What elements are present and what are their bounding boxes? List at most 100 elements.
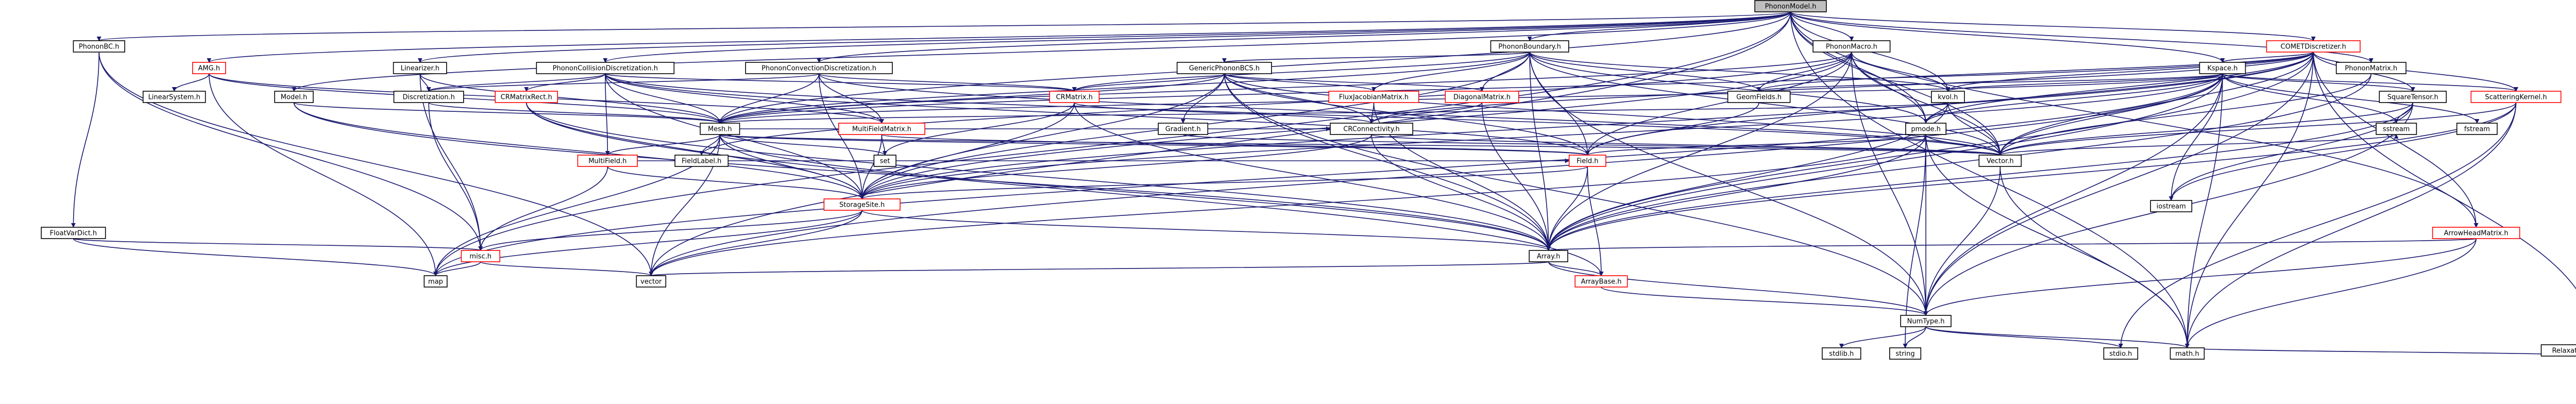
node-misc-h[interactable]: misc.h [461,250,501,262]
edge-PhononCollisionDiscretization_h-to-Vector_h [605,73,2003,156]
edge-COMETDiscretizer_h-to-NumType_h [1923,52,2314,316]
edge-CRMatrix_h-to-StorageSite_h [859,102,1075,199]
node-cometdiscretizer-h[interactable]: COMETDiscretizer.h [2266,40,2361,53]
node-crconnectivity-h[interactable]: CRConnectivity.h [1330,123,1413,135]
node-phononmatrix-h[interactable]: PhononMatrix.h [2335,62,2406,74]
node-sstream[interactable]: sstream [2376,123,2417,135]
node-mesh-h[interactable]: Mesh.h [700,123,740,135]
node-label: fstream [2464,126,2490,133]
node-box [873,155,896,167]
node-linearsystem-h[interactable]: LinearSystem.h [142,91,206,103]
edge-PhononBoundary_h-to-GenericPhononBCS_h [1222,52,1530,63]
node-vector-h[interactable]: Vector.h [1978,155,2022,167]
edge-Mesh_h-to-set [719,134,888,156]
node-label: FluxJacobianMatrix.h [1339,94,1409,102]
edge-PhononMacro_h-to-FieldLabel_h [699,52,1852,156]
node-fluxjacobianmatrix-h[interactable]: FluxJacobianMatrix.h [1328,91,1419,103]
node-phononmodel-h[interactable]: PhononModel.h [1754,0,1827,12]
edge-PhononModel_h-to-PhononConvectionDiscretization_h [817,11,1791,63]
node-model-h[interactable]: Model.h [274,91,314,103]
node-pmode-h[interactable]: pmode.h [1905,123,1946,135]
node-linearizer-h[interactable]: Linearizer.h [393,62,447,74]
node-box [142,91,206,103]
node-phononbc-h[interactable]: PhononBC.h [73,40,125,53]
node-crmatrixrect-h[interactable]: CRMatrixRect.h [495,91,558,103]
node-box [2540,344,2576,357]
node-kspace-h[interactable]: Kspace.h [2199,62,2246,74]
node-scatteringkernel-h[interactable]: ScatteringKernel.h [2470,91,2562,103]
edge-SquareTensor_h-to-iostream [2168,102,2414,201]
node-iostream[interactable]: iostream [2150,200,2193,212]
node-box [41,227,106,239]
edge-PhononMacro_h-to-Field_h [1585,52,1852,156]
node-multifieldmatrix-h[interactable]: MultiFieldMatrix.h [838,123,925,135]
node-squaretensor-h[interactable]: SquareTensor.h [2379,91,2447,103]
node-diagonalmatrix-h[interactable]: DiagonalMatrix.h [1445,91,1519,103]
node-numtype-h[interactable]: NumType.h [1900,315,1952,327]
edge-Vector_h-to-NumType_h [1923,166,2001,316]
edge-Mesh_h-to-StorageSite_h [719,134,865,199]
node-gradient-h[interactable]: Gradient.h [1158,123,1209,135]
node-string[interactable]: string [1889,347,1922,360]
edge-PhononBoundary_h-to-CRMatrix_h [1072,52,1530,92]
edge-pmode_h-to-string [1903,134,1926,348]
node-arraybase-h[interactable]: ArrayBase.h [1574,275,1628,288]
node-label: GeomFields.h [1736,94,1782,102]
node-label: LinearSystem.h [148,94,200,102]
edge-MultiFieldMatrix_h-to-StorageSite_h [859,134,883,199]
edge-GenericPhononBCS_h-to-FluxJacobianMatrix_h [1224,73,1376,92]
node-box [2379,91,2447,103]
node-box [2456,123,2498,135]
node-fieldlabel-h[interactable]: FieldLabel.h [674,155,729,167]
node-stdlib-h[interactable]: stdlib.h [1822,347,1861,360]
edge-pmode_h-to-Vector_h [1925,134,2003,156]
node-kvol-h[interactable]: kvol.h [1931,91,1965,103]
node-relaxationtimefunction-h[interactable]: RelaxationTimeFunction.h [2540,344,2576,357]
node-label: iostream [2157,203,2186,211]
node-vector[interactable]: vector [636,275,667,288]
node-phononconvectiondiscretization-h[interactable]: PhononConvectionDiscretization.h [745,62,893,74]
edge-PhononModel_h-to-Linearizer_h [418,11,1791,63]
node-arrowheadmatrix-h[interactable]: ArrowHeadMatrix.h [2432,227,2520,239]
edge-kvol_h-to-pmode_h [1923,102,1948,124]
node-box [1574,275,1628,288]
node-multifield-h[interactable]: MultiField.h [577,155,638,167]
node-box [1328,91,1419,103]
node-phononmacro-h[interactable]: PhononMacro.h [1812,40,1891,53]
node-storagesite-h[interactable]: StorageSite.h [823,198,901,211]
node-label: vector [640,278,662,286]
node-field-h[interactable]: Field.h [1568,155,1606,167]
node-discretization-h[interactable]: Discretization.h [393,91,464,103]
node-box [73,40,125,53]
node-box [838,123,925,135]
header-nodes: PhononModel.hPhononBC.hAMG.hLinearSystem… [41,0,2576,360]
edge-NumType_h-to-stdlib_h [1839,326,1926,348]
node-phononboundary-h[interactable]: PhononBoundary.h [1490,40,1569,53]
node-phononcollisiondiscretization-h[interactable]: PhononCollisionDiscretization.h [536,62,675,74]
node-label: COMETDiscretizer.h [2281,43,2346,51]
node-map[interactable]: map [423,275,448,288]
node-box [745,62,893,74]
node-label: FieldLabel.h [682,158,721,165]
node-array-h[interactable]: Array.h [1529,250,1568,262]
node-label: Field.h [1577,158,1598,165]
edge-Array_h-to-vector [649,261,1549,276]
node-crmatrix-h[interactable]: CRMatrix.h [1049,91,1100,103]
node-genericphononbcs-h[interactable]: GenericPhononBCS.h [1176,62,1272,74]
node-amg-h[interactable]: AMG.h [192,62,226,74]
node-math-h[interactable]: math.h [2170,347,2205,360]
node-box [2335,62,2406,74]
node-label: FloatVarDict.h [50,230,97,238]
node-label: Mesh.h [708,126,732,133]
node-fstream[interactable]: fstream [2456,123,2498,135]
node-stdio-h[interactable]: stdio.h [2103,347,2139,360]
edge-Kspace_h-to-StorageSite_h [859,73,2223,199]
edge-PhononModel_h-to-Vector_h [1790,11,2003,156]
node-box [577,155,638,167]
node-set[interactable]: set [873,155,896,167]
node-label: stdio.h [2109,350,2132,358]
node-geomfields-h[interactable]: GeomFields.h [1727,91,1791,103]
edge-AMG_h-to-LinearSystem_h [172,73,210,92]
node-floatvardict-h[interactable]: FloatVarDict.h [41,227,106,239]
edge-PhononBoundary_h-to-NumType_h [1529,52,1928,316]
